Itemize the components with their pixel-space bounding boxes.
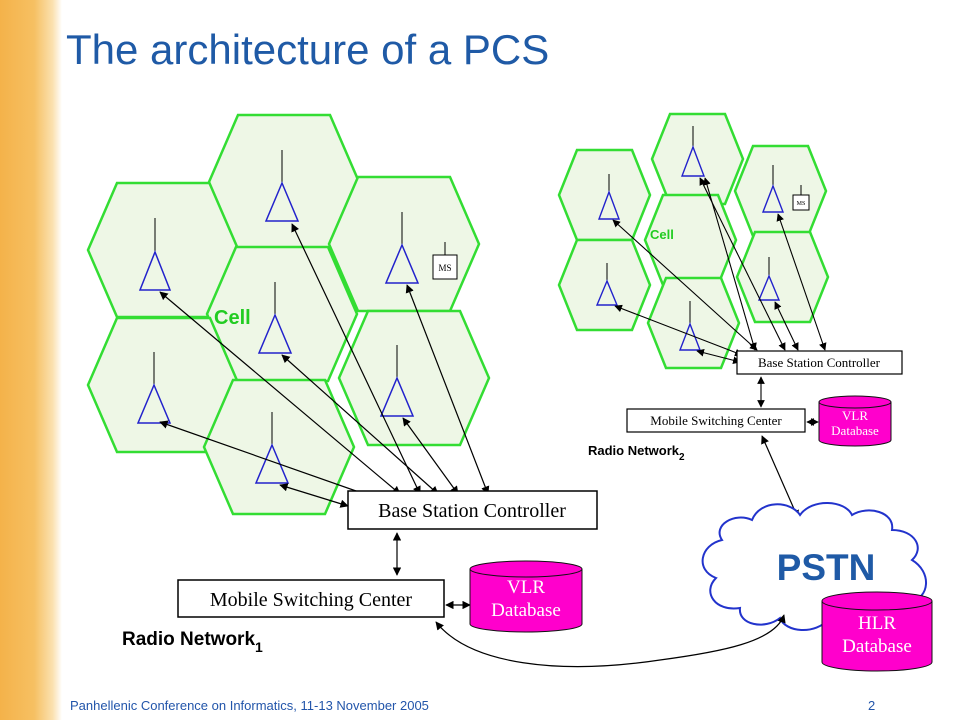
hex-cell bbox=[202, 378, 356, 516]
radio-network2-subscript: 2 bbox=[679, 452, 685, 463]
mobile-station-icon: MS bbox=[432, 242, 458, 280]
cell-label: Cell bbox=[650, 227, 674, 242]
antenna-icon bbox=[680, 126, 706, 177]
decorative-sidebar bbox=[0, 0, 62, 720]
radio-network1-name: Radio Network bbox=[122, 629, 255, 650]
msc1-label: Mobile Switching Center bbox=[210, 589, 413, 611]
page-number: 2 bbox=[868, 698, 876, 713]
hlr-label-line1: HLR bbox=[858, 613, 896, 634]
bsc1-box bbox=[347, 490, 598, 530]
antenna-icon bbox=[597, 174, 621, 220]
vlr2-label-line2: Database bbox=[831, 423, 879, 438]
msc2-box bbox=[626, 408, 806, 433]
hex-cell bbox=[557, 148, 652, 242]
vlr2-database-icon: VLR Database bbox=[818, 395, 892, 447]
radio-network2-name: Radio Network bbox=[588, 443, 680, 458]
slide-footer: Panhellenic Conference on Informatics, 1… bbox=[70, 698, 429, 713]
msc2-label: Mobile Switching Center bbox=[650, 413, 782, 428]
mobile-station-icon: MS bbox=[792, 185, 810, 211]
radio-network1-label: Radio Network1 bbox=[122, 629, 263, 655]
hex-cell bbox=[557, 238, 652, 332]
vlr1-label-line1: VLR bbox=[507, 577, 545, 598]
hex-cell bbox=[337, 309, 491, 447]
hex-cell bbox=[327, 175, 481, 313]
vlr1-label-line2: Database bbox=[491, 600, 561, 621]
network2-links bbox=[612, 177, 827, 365]
msc1-box bbox=[177, 579, 445, 618]
msc2-pstn-link bbox=[761, 435, 799, 519]
radio-network1-subscript: 1 bbox=[255, 639, 263, 655]
pstn-label: PSTN bbox=[777, 547, 876, 588]
network1-links bbox=[159, 223, 490, 508]
radio-network2-label: Radio Network2 bbox=[588, 443, 685, 463]
msc1-pstn-link bbox=[435, 614, 786, 668]
slide-title: The architecture of a PCS bbox=[66, 26, 550, 73]
ms-label: MS bbox=[438, 263, 451, 273]
hex-cell bbox=[735, 230, 830, 324]
vlr2-label-line1: VLR bbox=[842, 408, 868, 423]
hex-cell bbox=[646, 276, 741, 370]
vlr1-database-icon: VLR Database bbox=[469, 560, 583, 633]
antenna-icon bbox=[264, 150, 300, 222]
bsc2-box bbox=[736, 350, 903, 375]
hlr-label-line2: Database bbox=[842, 636, 912, 657]
antenna-icon bbox=[138, 218, 172, 291]
antenna-icon bbox=[595, 263, 619, 306]
bsc2-label: Base Station Controller bbox=[758, 355, 881, 370]
bsc1-label: Base Station Controller bbox=[378, 500, 566, 522]
hlr-database-icon: HLR Database bbox=[821, 591, 933, 672]
cell-label: Cell bbox=[214, 307, 251, 329]
ms-label: MS bbox=[797, 201, 806, 207]
